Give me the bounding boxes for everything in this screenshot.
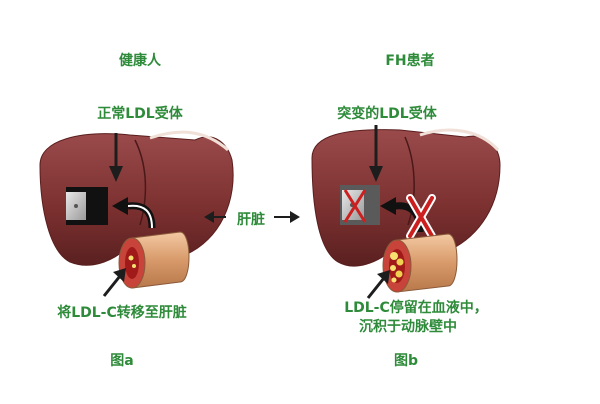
liver-right: [311, 128, 501, 267]
arrow-ldl-right: [366, 270, 390, 299]
artery-right: [382, 233, 458, 293]
label-mutant-receptor: 突变的LDL受体: [337, 106, 437, 122]
label-liver: 肝脏: [237, 212, 265, 228]
receptor-normal: [66, 187, 108, 225]
arrow-ldl-left: [102, 268, 126, 297]
arrow-receptor-right: [369, 125, 383, 182]
figure-label-b: 图b: [393, 353, 419, 369]
label-ldl-in-blood: LDL-C停留在血液中，: [344, 300, 488, 316]
heading-healthy: 健康人: [119, 53, 161, 69]
cross-icon: [406, 194, 436, 240]
arrow-receptor-left: [109, 133, 123, 182]
label-transfer-to-liver: 将LDL-C转移至肝脏: [57, 305, 187, 321]
center-arrow-right: [274, 211, 300, 223]
heading-fh-patient: FH患者: [385, 53, 435, 69]
center-arrow-left: [204, 211, 226, 223]
liver-left: [39, 130, 234, 266]
figure-label-a: 图a: [110, 353, 134, 369]
receptor-mutant: [340, 185, 380, 225]
artery-left: [118, 231, 190, 289]
label-deposit-artery: 沉积于动脉壁中: [359, 319, 457, 335]
label-normal-receptor: 正常LDL受体: [97, 106, 183, 122]
arrow-transfer-left: [112, 197, 156, 229]
